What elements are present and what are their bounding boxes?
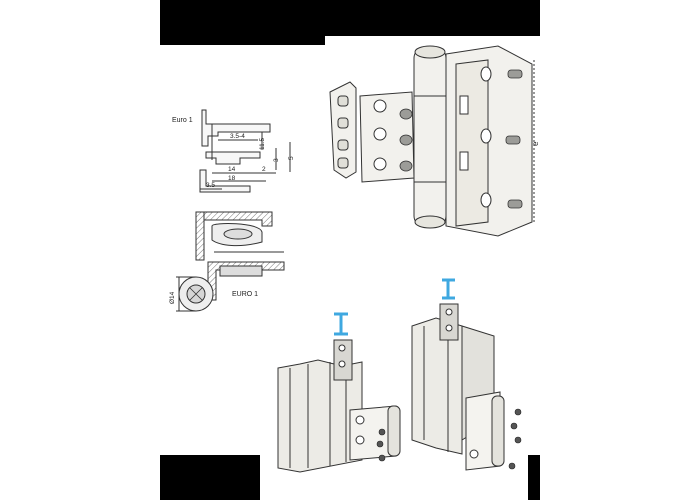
profile-cross-section [199, 109, 291, 193]
bottom-band-right [528, 455, 540, 500]
insert-arrow-icon [334, 312, 348, 336]
screw-icon [399, 69, 523, 209]
dim-3-5: 3.5 [206, 182, 215, 189]
dim-3-5-4: 3.5-4 [230, 133, 245, 140]
screw-icon [376, 428, 386, 462]
profile-assembly-left [277, 339, 401, 473]
dim-18: 18 [228, 175, 236, 182]
profile-assembly-right [411, 303, 505, 471]
hinge-section-label: EURO 1 [232, 291, 258, 298]
dim-11-5: 11.5 [259, 137, 266, 150]
height-mark: e [531, 141, 540, 146]
profile-label: Euro 1 [172, 117, 193, 124]
hinge-section-drawing [176, 211, 285, 312]
dim-2: 2 [262, 166, 266, 173]
dim-3: 3 [273, 158, 280, 162]
screw-icon [508, 408, 522, 470]
dim-5: 5 [288, 156, 295, 160]
hinge-exploded-drawing [329, 45, 535, 237]
insert-arrow-icon [442, 278, 455, 300]
top-band [160, 0, 540, 36]
top-band-left [160, 36, 325, 45]
diameter-label: Ø14 [169, 291, 176, 304]
bottom-band-left [160, 455, 260, 500]
dim-14: 14 [228, 166, 236, 173]
